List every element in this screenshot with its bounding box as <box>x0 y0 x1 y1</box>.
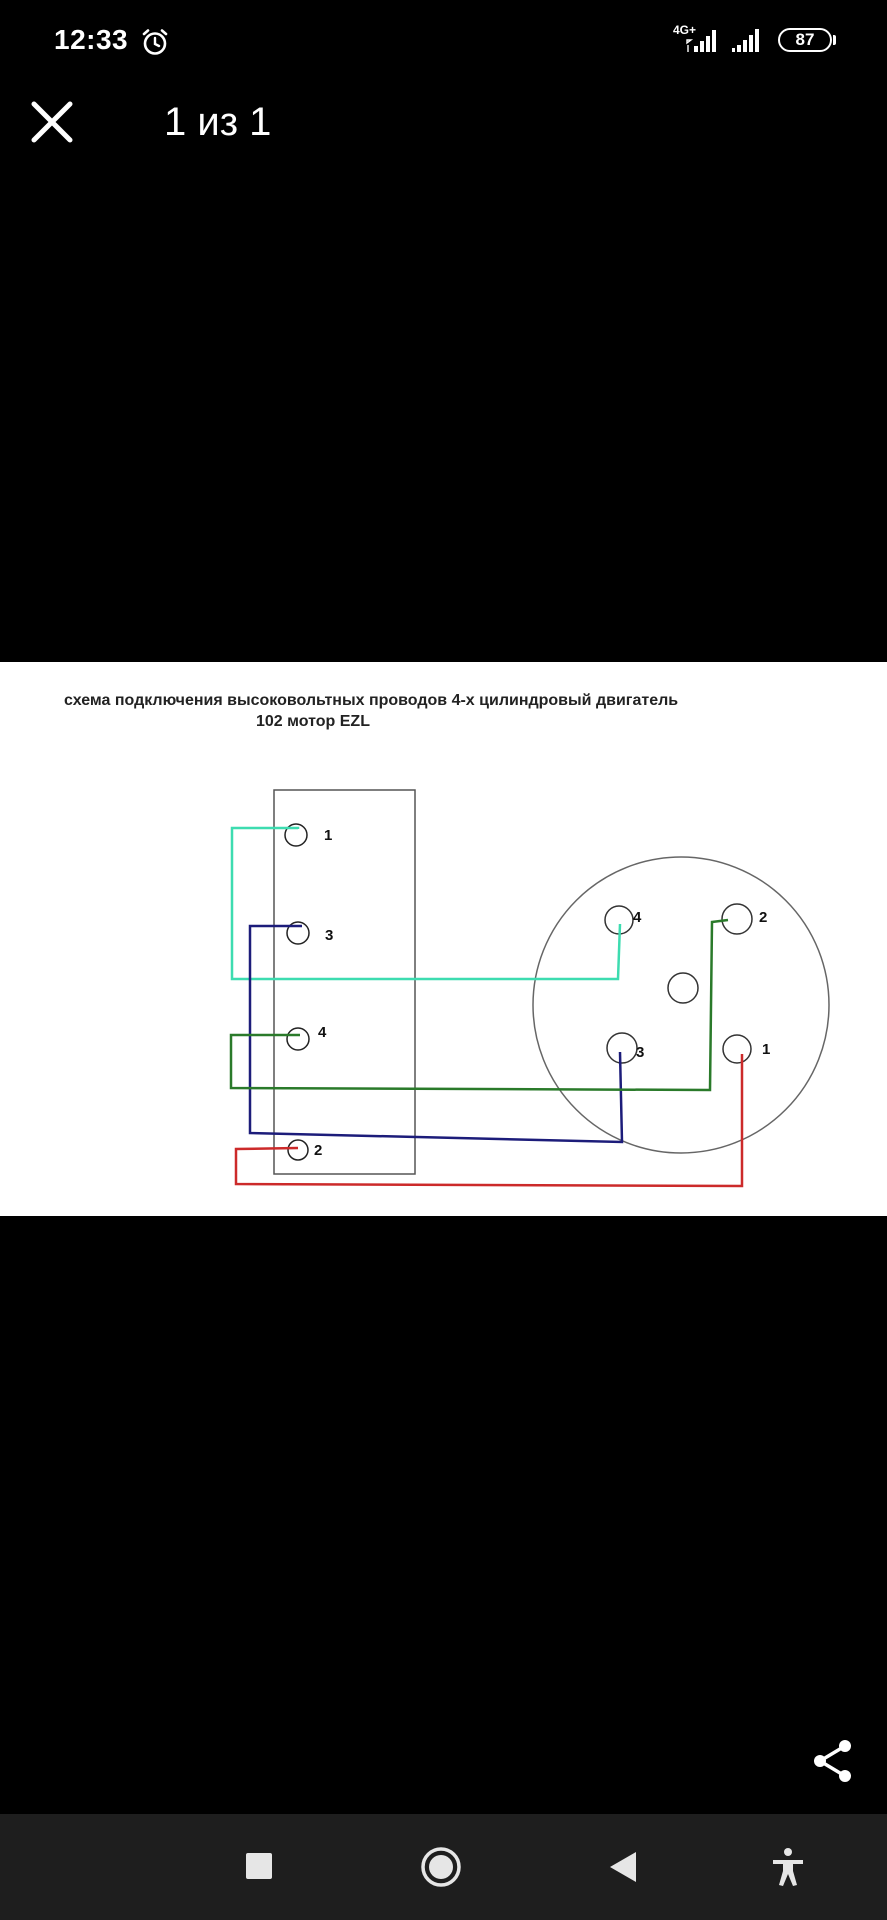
alarm-icon <box>142 29 168 55</box>
coil-pin-1 <box>284 823 308 847</box>
ignition-coil-box <box>273 789 416 1175</box>
navigation-bar <box>0 1814 887 1920</box>
diagram-image[interactable]: 1 3 4 2 4 2 3 1 схема подключения высоко… <box>0 662 887 1216</box>
distributor-center <box>667 972 699 1004</box>
distributor-pin-label-1: 1 <box>762 1041 770 1058</box>
battery-tip <box>833 35 836 45</box>
battery-indicator: 87 <box>778 28 832 52</box>
image-counter: 1 из 1 <box>164 100 272 144</box>
accessibility-icon[interactable] <box>770 1847 806 1887</box>
status-time: 12:33 <box>54 24 129 55</box>
coil-pin-3 <box>286 921 310 945</box>
diagram-subtitle: 102 мотор EZL <box>256 713 370 730</box>
distributor-pin-3 <box>606 1032 638 1064</box>
signal-icon <box>732 29 759 52</box>
coil-pin-4 <box>286 1027 310 1051</box>
status-bar: 12:33 4G+ 87 <box>0 0 887 82</box>
coil-pin-label-4: 4 <box>318 1024 327 1041</box>
diagram-title: схема подключения высоковольтных проводо… <box>64 692 679 709</box>
wiring-diagram: 1 3 4 2 4 2 3 1 <box>229 789 830 1188</box>
distributor-pin-2 <box>721 903 753 935</box>
back-icon[interactable] <box>608 1850 638 1884</box>
distributor-cap <box>532 856 830 1154</box>
wire-pin-3 <box>248 924 624 1144</box>
network-type-label: 4G+ <box>673 23 697 37</box>
signal-icon <box>686 30 716 52</box>
share-icon[interactable] <box>808 1736 858 1786</box>
distributor-pin-label-2: 2 <box>759 909 767 926</box>
wire-pin-1 <box>230 826 622 981</box>
coil-pin-label-1: 1 <box>324 827 332 844</box>
close-icon[interactable] <box>26 96 78 148</box>
distributor-pin-1 <box>722 1034 752 1064</box>
distributor-pin-label-4: 4 <box>633 909 642 926</box>
home-icon[interactable] <box>420 1846 462 1888</box>
battery-level: 87 <box>795 30 815 49</box>
coil-pin-2 <box>287 1139 309 1161</box>
wire-pin-2 <box>234 1054 744 1188</box>
coil-pin-label-3: 3 <box>325 927 333 944</box>
coil-pin-label-2: 2 <box>314 1142 322 1159</box>
wire-pin-4 <box>229 918 729 1092</box>
recents-icon[interactable] <box>245 1852 273 1880</box>
distributor-pin-label-3: 3 <box>636 1044 644 1061</box>
